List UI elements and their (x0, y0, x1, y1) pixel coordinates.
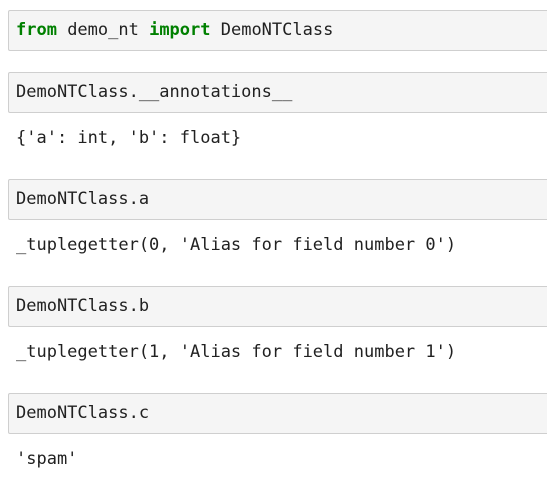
code-cell-input-field-a[interactable]: DemoNTClass.a (8, 179, 547, 220)
cell-output-annotations: {'a': int, 'b': float} (16, 128, 242, 148)
cell-output-field-a: _tuplegetter(0, 'Alias for field number … (16, 235, 457, 255)
code-cell-input-annotations[interactable]: DemoNTClass.__annotations__ (8, 72, 547, 113)
code-cell-input-field-c[interactable]: DemoNTClass.c (8, 393, 547, 434)
cell-output-field-b: _tuplegetter(1, 'Alias for field number … (16, 342, 457, 362)
imported-class-name: DemoNTClass (210, 20, 334, 40)
code-cell-input-import[interactable]: from demo_nt import DemoNTClass (8, 10, 547, 51)
cell-output-field-c: 'spam' (16, 449, 78, 469)
code-cell-input-field-b[interactable]: DemoNTClass.b (8, 286, 547, 327)
keyword-from: from (16, 20, 57, 40)
keyword-import: import (149, 20, 211, 40)
module-name: demo_nt (56, 20, 150, 40)
